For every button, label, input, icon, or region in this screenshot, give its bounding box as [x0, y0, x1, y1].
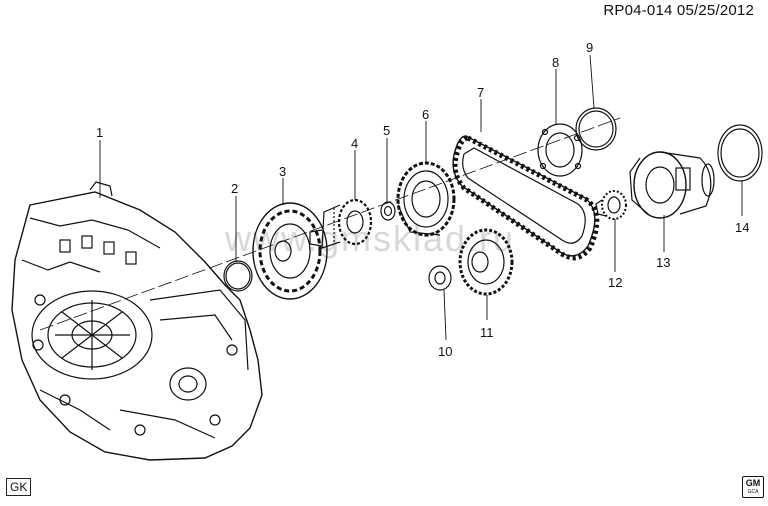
transmission-case [11, 181, 263, 461]
gk-badge: GK [6, 478, 32, 496]
callout-6: 6 [422, 107, 429, 122]
retainer-plate [537, 123, 583, 177]
transfer-gear [309, 198, 373, 249]
callout-4: 4 [351, 136, 358, 151]
callout-11: 11 [480, 325, 494, 340]
driven-gear [458, 228, 514, 296]
diagram-date: 05/25/2012 [676, 2, 754, 19]
callout-labels: 1 2 3 4 5 6 7 8 9 10 11 12 13 14 [96, 40, 749, 359]
retaining-ring [575, 107, 617, 151]
watermark: www.gmsklad.ru [225, 218, 516, 259]
gm-logo: GM GCA [742, 476, 764, 498]
callout-1: 1 [96, 125, 103, 140]
callout-14: 14 [735, 220, 749, 235]
diagram-header: RP04-014 05/25/2012 [603, 2, 754, 19]
drive-sprocket [252, 202, 328, 300]
callout-10: 10 [438, 344, 452, 359]
callout-3: 3 [279, 164, 286, 179]
snap-ring [223, 260, 253, 292]
callout-2: 2 [231, 181, 238, 196]
callout-5: 5 [383, 123, 390, 138]
gm-logo-subtext: GCA [747, 489, 759, 495]
selective-washer [428, 265, 452, 291]
leader-lines [99, 54, 743, 341]
callout-7: 7 [477, 85, 484, 100]
callout-13: 13 [656, 255, 670, 270]
callout-8: 8 [552, 55, 559, 70]
axis-line [39, 117, 621, 331]
roller-bearing [595, 190, 627, 220]
callout-9: 9 [586, 40, 593, 55]
diagram-code: RP04-014 [603, 2, 673, 19]
callout-12: 12 [608, 275, 622, 290]
gm-logo-text: GM [745, 478, 761, 488]
drive-chain [452, 135, 600, 261]
differential-case [629, 151, 715, 219]
thrust-washer [380, 201, 396, 221]
case-seal [717, 124, 763, 182]
drive-ring-gear [396, 161, 456, 237]
